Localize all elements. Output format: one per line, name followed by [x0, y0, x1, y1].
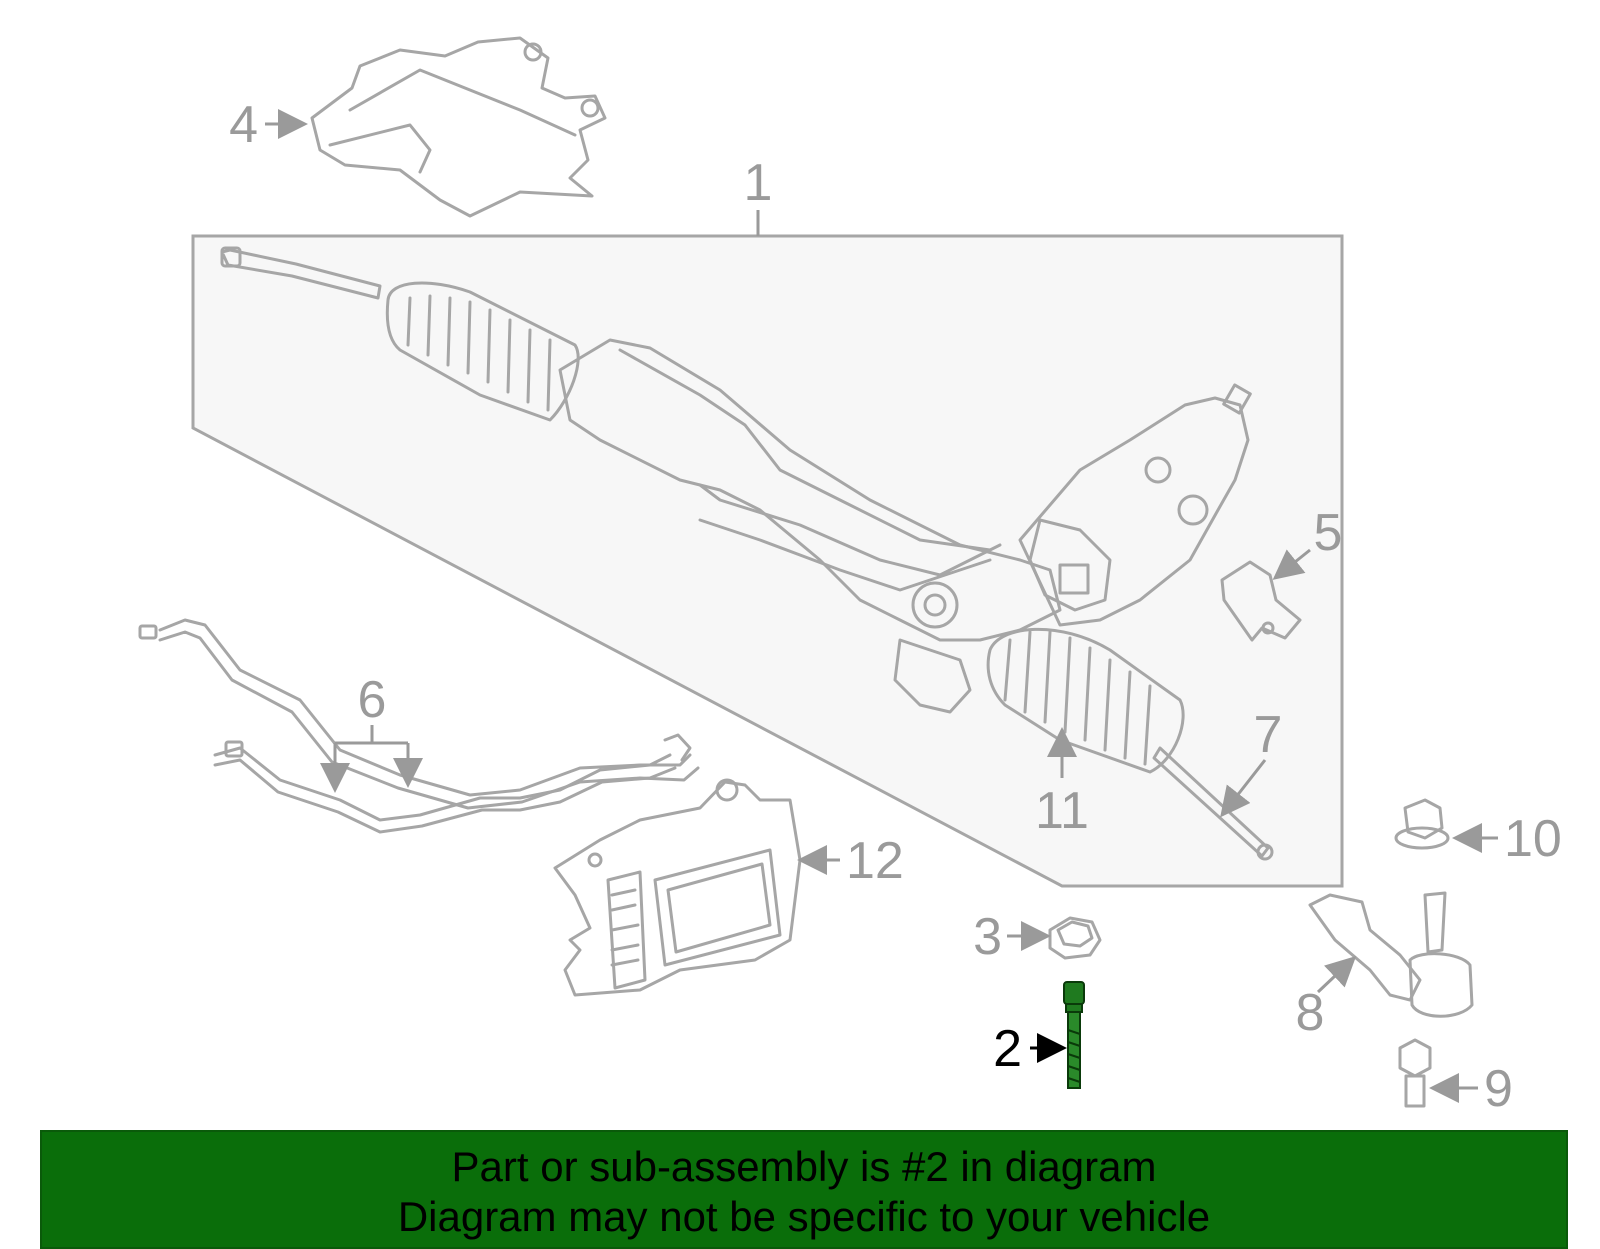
bolt-part-highlighted — [1063, 981, 1085, 1089]
tie-rod-end-part — [1308, 891, 1474, 1018]
callout-12: 12 — [846, 832, 904, 890]
leader-lines — [265, 109, 1498, 1103]
callout-4: 4 — [229, 96, 258, 154]
control-module-part — [553, 778, 802, 997]
banner-line-disclaimer: Diagram may not be specific to your vehi… — [397, 1193, 1211, 1240]
nut-part — [1048, 916, 1102, 960]
part-info-banner: Part or sub-assembly is #2 in diagram Di… — [40, 1130, 1568, 1249]
steering-gear-parts-diagram: 1 2 3 4 5 6 7 8 9 10 11 12 — [138, 36, 1562, 1118]
callout-6: 6 — [358, 671, 387, 729]
callout-9: 9 — [1484, 1060, 1513, 1118]
steering-gear-part — [220, 246, 1274, 861]
tie-rod-bolt-part — [1398, 1038, 1432, 1108]
callout-3: 3 — [973, 908, 1002, 966]
callout-7: 7 — [1254, 706, 1283, 764]
callout-1: 1 — [744, 154, 773, 212]
steering-gear-assembly-panel — [191, 210, 1344, 888]
callout-5: 5 — [1314, 504, 1343, 562]
heat-shield-part — [310, 36, 607, 218]
callout-labels: 1 2 3 4 5 6 7 8 9 10 11 12 — [229, 96, 1562, 1118]
callout-10: 10 — [1504, 810, 1562, 868]
pressure-lines-part — [138, 618, 700, 834]
flange-nut-part — [1394, 798, 1450, 850]
callout-2: 2 — [993, 1020, 1022, 1078]
callout-8: 8 — [1296, 984, 1325, 1042]
cover-part — [1220, 560, 1302, 642]
callout-11: 11 — [1035, 782, 1089, 840]
banner-line-part-number: Part or sub-assembly is #2 in diagram — [451, 1143, 1157, 1190]
